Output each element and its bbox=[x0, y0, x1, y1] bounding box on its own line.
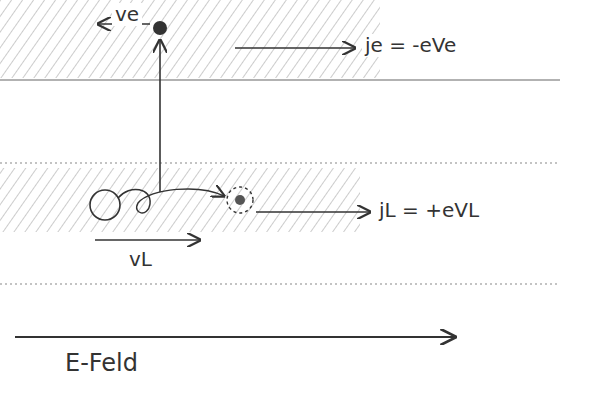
band-edge bbox=[0, 162, 560, 163]
velocity-label: vL bbox=[126, 248, 155, 271]
current-label: je = -eVe bbox=[362, 34, 459, 57]
velocity-label: ve bbox=[112, 3, 142, 26]
hole-path bbox=[118, 189, 224, 213]
band-edge bbox=[0, 283, 560, 284]
electron-dot bbox=[153, 21, 167, 35]
moved-hole-circle bbox=[227, 187, 253, 213]
excitation-arrow bbox=[159, 40, 161, 192]
moved-hole-dot bbox=[235, 195, 245, 205]
conduction-band-hatch bbox=[0, 0, 380, 78]
current-arrow bbox=[235, 47, 355, 49]
field-label: E-Feld bbox=[62, 350, 141, 378]
current-label: jL = +eVL bbox=[376, 199, 482, 222]
velocity-arrow bbox=[95, 239, 200, 241]
current-arrow bbox=[256, 211, 370, 213]
band-edge bbox=[0, 79, 560, 80]
hole-circle bbox=[90, 190, 120, 220]
valence-band-hatch bbox=[0, 168, 360, 232]
field-arrow bbox=[15, 336, 455, 338]
